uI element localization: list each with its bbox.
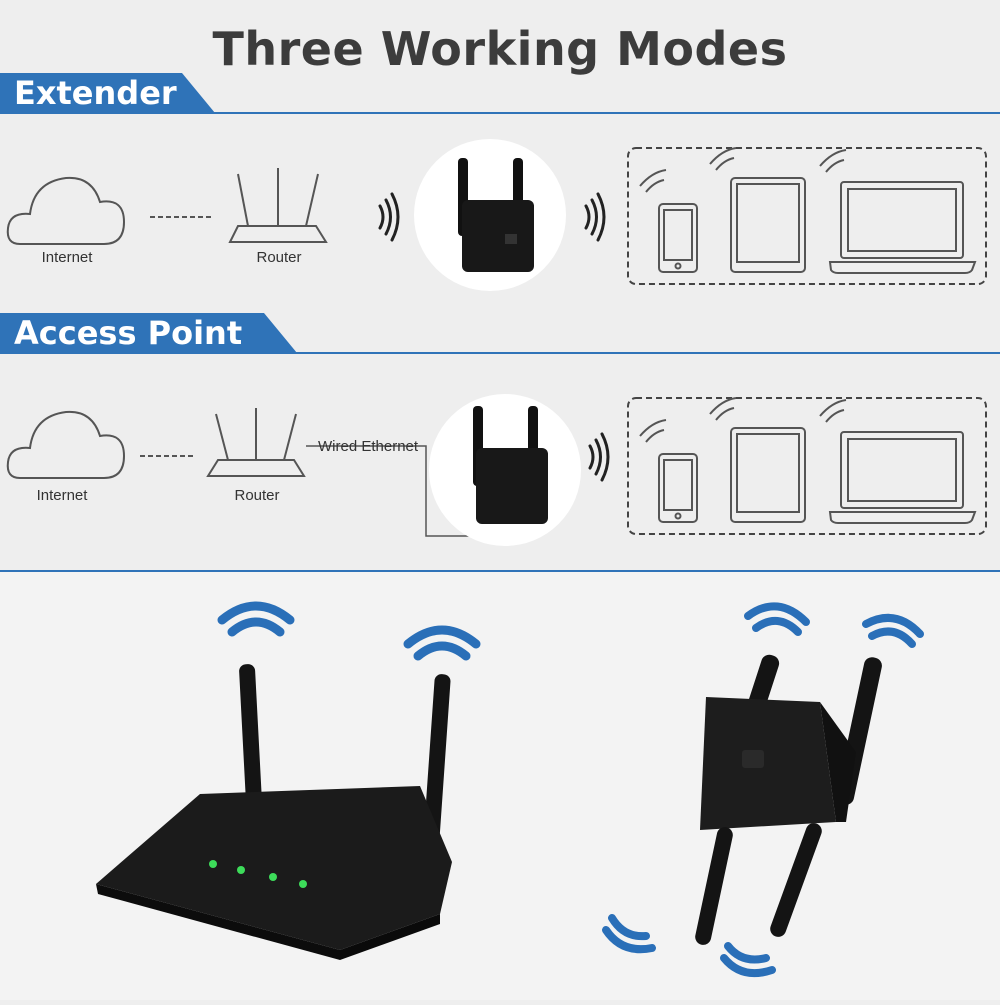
product-illustration [96,601,924,977]
wifi-wave-icon [588,432,610,482]
tablet-icon [730,177,806,273]
wifi-signal-icon [709,397,737,421]
mode-label-access-point: Access Point [14,314,243,352]
page-title: Three Working Modes [212,22,788,76]
internet-label: Internet [36,487,88,504]
router-product-icon [96,664,452,960]
wifi-signal-icon [709,147,737,171]
phone-icon [658,203,698,273]
devices-box [627,397,987,535]
divider-extender [0,112,1000,114]
product-photo-area [0,572,1000,1000]
cloud-icon [6,410,126,479]
extender-device-icon [414,139,566,291]
wifi-wave-icon [217,601,481,661]
extender-device-icon [429,394,581,546]
wifi-wave-icon [602,602,924,977]
mode-label-extender: Extender [14,74,177,112]
wifi-signal-icon [639,419,667,443]
laptop-icon [828,431,977,524]
laptop-icon [828,181,977,274]
router-icon [228,168,328,243]
wifi-signal-icon [819,399,847,423]
tablet-icon [730,427,806,523]
wifi-wave-icon [378,192,400,242]
wifi-wave-icon [584,192,606,242]
internet-label: Internet [41,249,93,266]
access-point-diagram [6,394,987,546]
extender-product-icon [695,654,882,945]
wifi-signal-icon [819,149,847,173]
mode-tab-extender: Extender [0,73,215,113]
devices-box [627,147,987,285]
router-label: Router [256,249,302,266]
wired-ethernet-label: Wired Ethernet [318,438,419,455]
phone-icon [658,453,698,523]
extender-diagram [6,139,987,291]
mode-tab-access-point: Access Point [0,313,297,353]
wifi-signal-icon [639,169,667,193]
divider-access-point [0,352,1000,354]
router-label: Router [234,487,280,504]
divider-bottom [0,570,1000,572]
router-icon [206,408,306,477]
cloud-icon [6,176,126,245]
